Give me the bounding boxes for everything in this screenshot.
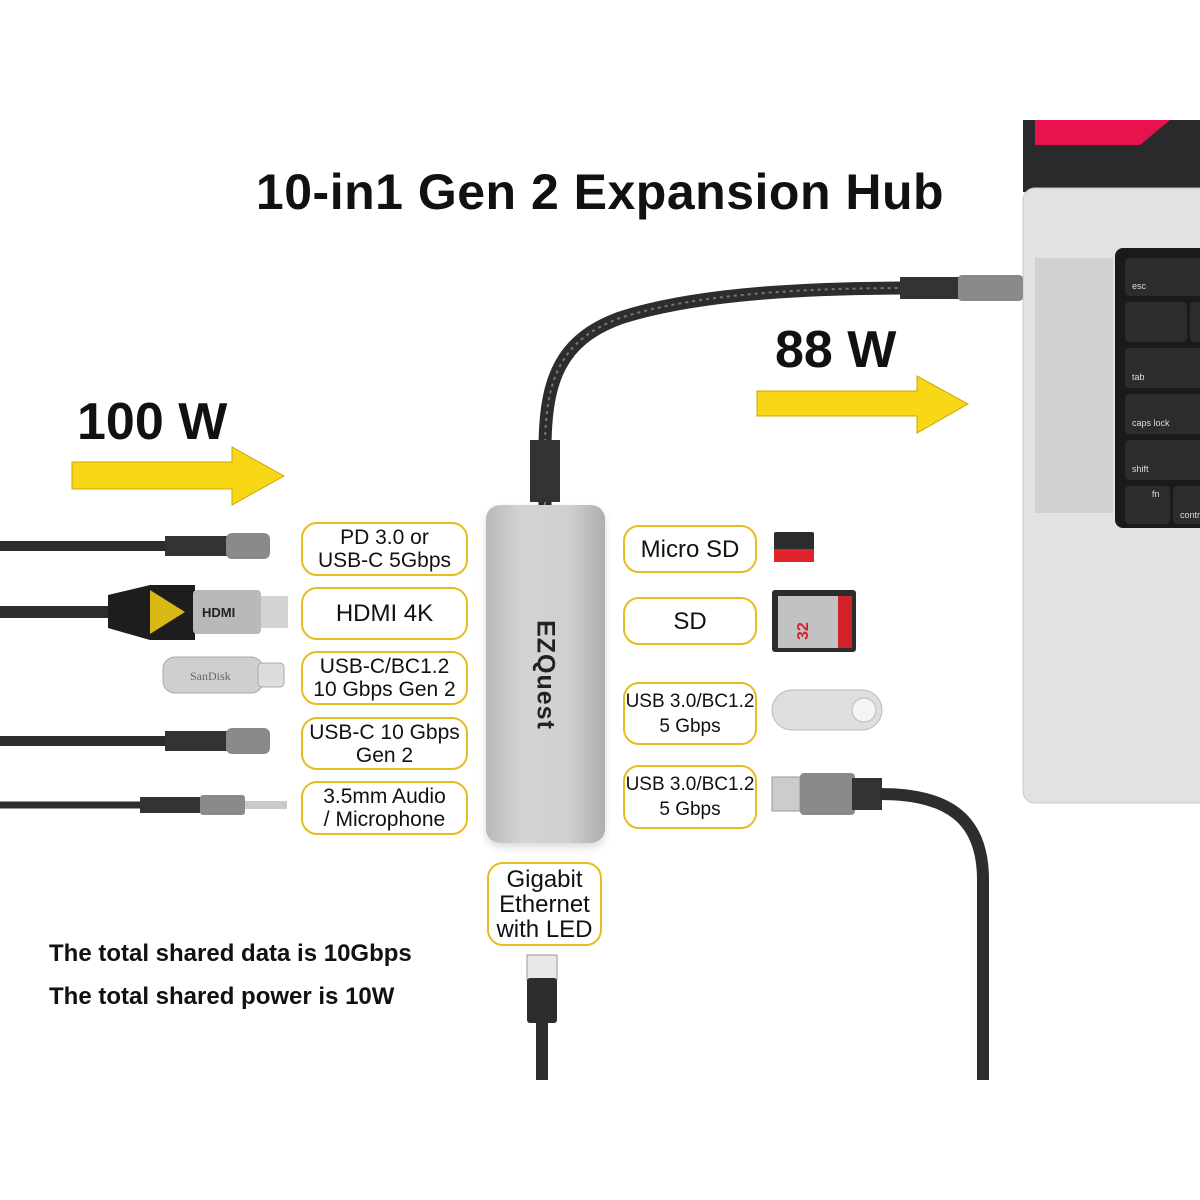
svg-text:esc: esc xyxy=(1132,281,1147,291)
label-line: / Microphone xyxy=(323,808,446,831)
page-title: 10-in1 Gen 2 Expansion Hub xyxy=(255,164,945,220)
label-line: USB-C 5Gbps xyxy=(317,549,452,572)
svg-text:HDMI: HDMI xyxy=(202,605,235,620)
label-line: with LED xyxy=(496,915,593,943)
svg-text:tab: tab xyxy=(1132,372,1145,382)
svg-text:caps lock: caps lock xyxy=(1132,418,1170,428)
port-label-sd: SD xyxy=(623,597,757,645)
svg-text:SanDisk: SanDisk xyxy=(190,669,231,683)
label-line: USB 3.0/BC1.2 xyxy=(625,774,755,795)
label-line: USB 3.0/BC1.2 xyxy=(625,690,755,712)
svg-text:shift: shift xyxy=(1132,464,1149,474)
label-line: HDMI 4K xyxy=(335,600,434,627)
label-line: USB-C/BC1.2 xyxy=(319,655,450,678)
label-line: 5 Gbps xyxy=(659,799,721,820)
ethernet-cable xyxy=(526,954,558,1080)
label-line: 5 Gbps xyxy=(659,715,721,737)
port-label-hdmi: HDMI 4K xyxy=(301,587,468,640)
hub-device xyxy=(486,505,605,843)
label-line: 10 Gbps Gen 2 xyxy=(313,678,456,701)
shared-power-note: The total shared power is 10W xyxy=(49,983,395,1010)
label-line: Micro SD xyxy=(640,535,740,563)
right-devices: 32 xyxy=(771,532,989,1080)
power-out-label: 88 W xyxy=(775,321,897,379)
left-devices: HDMI SanDisk xyxy=(0,533,288,815)
label-line: Gen 2 xyxy=(355,743,414,767)
svg-text:fn: fn xyxy=(1152,489,1160,499)
label-line: USB-C 10 Gbps xyxy=(309,720,460,744)
label-line: Gigabit xyxy=(506,865,583,893)
port-label-audio: 3.5mm Audio/ Microphone xyxy=(301,781,468,835)
port-label-usba-1: USB 3.0/BC1.2 5 Gbps xyxy=(623,682,757,745)
power-in-label: 100 W xyxy=(77,393,228,451)
laptop: esc tab caps lock shift fn contr xyxy=(1022,120,1200,804)
label-line: PD 3.0 or xyxy=(340,526,429,549)
label-line: Ethernet xyxy=(499,890,590,918)
arrow-in-icon xyxy=(71,446,286,506)
port-label-usba-2: USB 3.0/BC1.2 5 Gbps xyxy=(623,765,757,829)
svg-text:contr: contr xyxy=(1180,510,1200,520)
brand-logo: EZQuest xyxy=(531,620,560,730)
port-label-microsd: Micro SD xyxy=(623,525,757,573)
label-line: SD xyxy=(673,607,707,635)
shared-data-note: The total shared data is 10Gbps xyxy=(49,940,412,967)
svg-text:32: 32 xyxy=(795,622,812,640)
arrow-out-icon xyxy=(756,375,970,434)
label-line: 3.5mm Audio xyxy=(323,785,446,808)
